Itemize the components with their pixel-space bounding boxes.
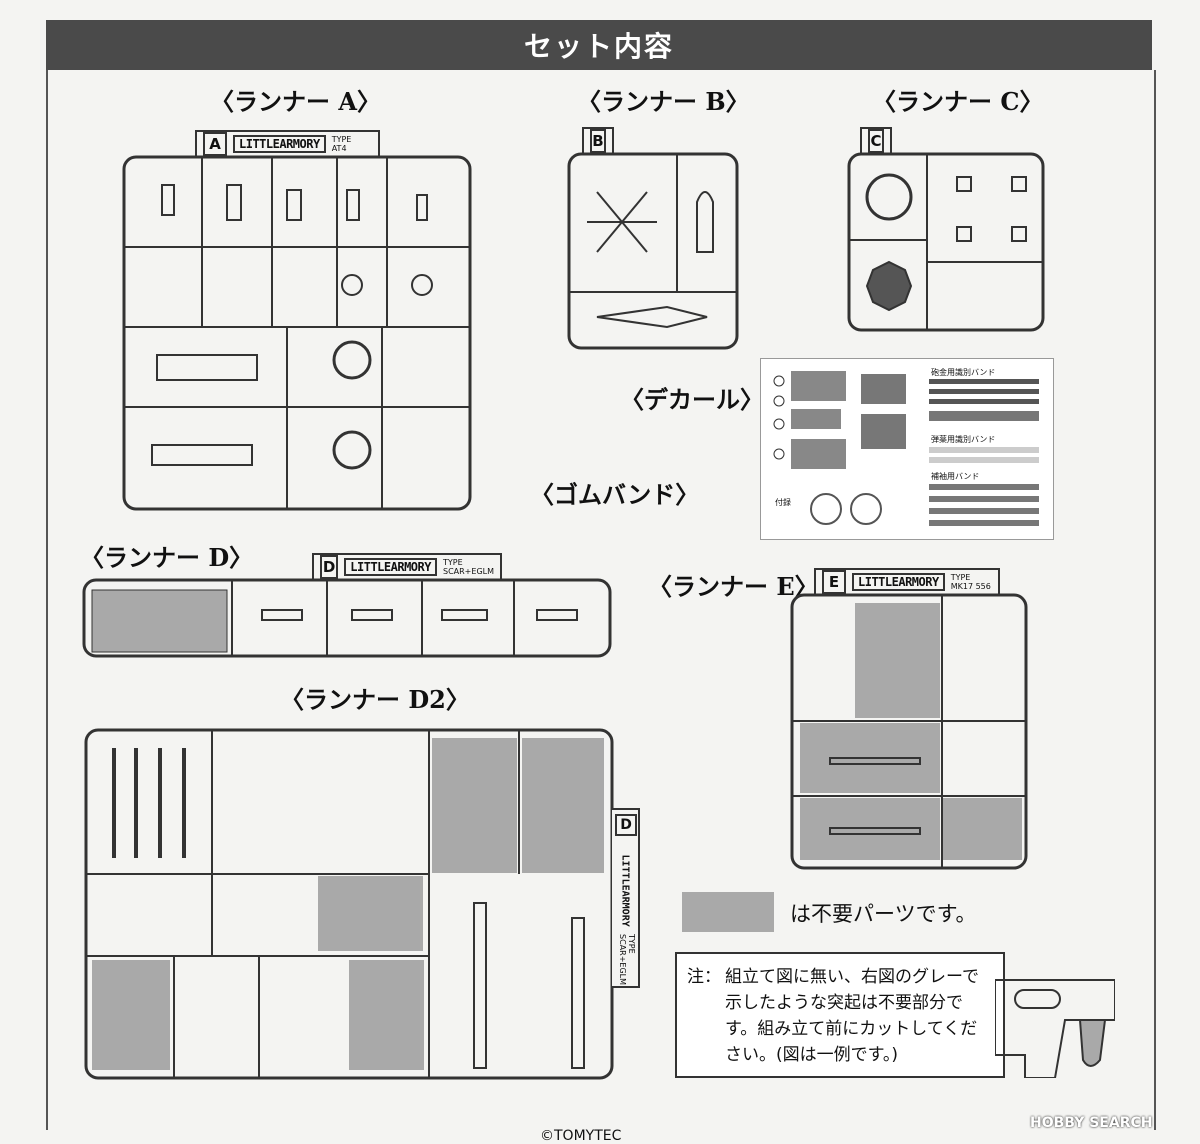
runner-b-tab: B — [582, 127, 614, 153]
runner-a-logo: LITTLEARMORY — [233, 135, 326, 153]
runner-a-letter: A — [203, 132, 227, 156]
page-title: セット内容 — [523, 30, 674, 63]
unused-parts-swatch — [682, 892, 774, 932]
runner-b-letter: B — [590, 129, 606, 153]
runner-e-letter: E — [822, 570, 846, 594]
runner-e-sprue — [790, 593, 1028, 870]
note-box: 注： 組立て図に無い、右図のグレーで示したような突起は不要部分です。組み立て前に… — [675, 952, 1005, 1078]
runner-e-logo: LITTLEARMORY — [852, 573, 945, 591]
rubber-band-label: 〈ゴムバンド〉 — [530, 480, 700, 509]
runner-d2-type: TYPE SCAR+EGLM — [618, 934, 636, 986]
decal-band-2: 弾薬用識別バンド — [931, 435, 996, 444]
runner-d-logo: LITTLEARMORY — [344, 558, 437, 576]
runner-b-sprue — [567, 152, 739, 350]
watermark: HOBBY SEARCH — [1030, 1115, 1153, 1131]
decal-note: 付録 — [775, 498, 791, 507]
example-diagram — [995, 979, 1115, 1078]
content-frame — [46, 70, 1156, 1130]
unused-parts-legend: は不要パーツです。 — [790, 902, 977, 926]
runner-c-label: 〈ランナー C〉 — [872, 87, 1044, 116]
runner-a-sprue — [122, 155, 472, 511]
decal-sheet: 砲金用識別バンド 弾薬用識別バンド 補袖用バンド 付録 — [760, 358, 1054, 540]
runner-d2-letter: D — [615, 814, 637, 836]
runner-d2-sprue — [84, 728, 614, 1080]
runner-b-label: 〈ランナー B〉 — [577, 87, 750, 116]
decal-band-3: 補袖用バンド — [931, 472, 980, 481]
note-text: 組立て図に無い、右図のグレーで示したような突起は不要部分です。組み立て前にカット… — [725, 967, 979, 1065]
runner-e-label: 〈ランナー E〉 — [648, 572, 819, 601]
runner-c-tab: C — [860, 127, 892, 153]
runner-d-sprue — [82, 578, 612, 658]
runner-c-letter: C — [868, 129, 884, 153]
copyright: ©TOMYTEC — [540, 1128, 622, 1144]
runner-d-letter: D — [320, 555, 339, 579]
decal-band-1: 砲金用識別バンド — [931, 368, 996, 377]
runner-d-label: 〈ランナー D〉 — [80, 543, 254, 572]
decal-label: 〈デカール〉 — [620, 385, 764, 414]
runner-d2-label: 〈ランナー D2〉 — [280, 685, 470, 714]
runner-d2-logo: LITTLEARMORY — [619, 854, 631, 927]
note-label: 注： — [687, 967, 721, 987]
runner-c-sprue — [847, 152, 1045, 332]
runner-d2-tab: D LITTLEARMORY TYPE SCAR+EGLM — [612, 808, 640, 988]
runner-a-label: 〈ランナー A〉 — [210, 87, 381, 116]
header-bar: セット内容 — [46, 20, 1152, 70]
